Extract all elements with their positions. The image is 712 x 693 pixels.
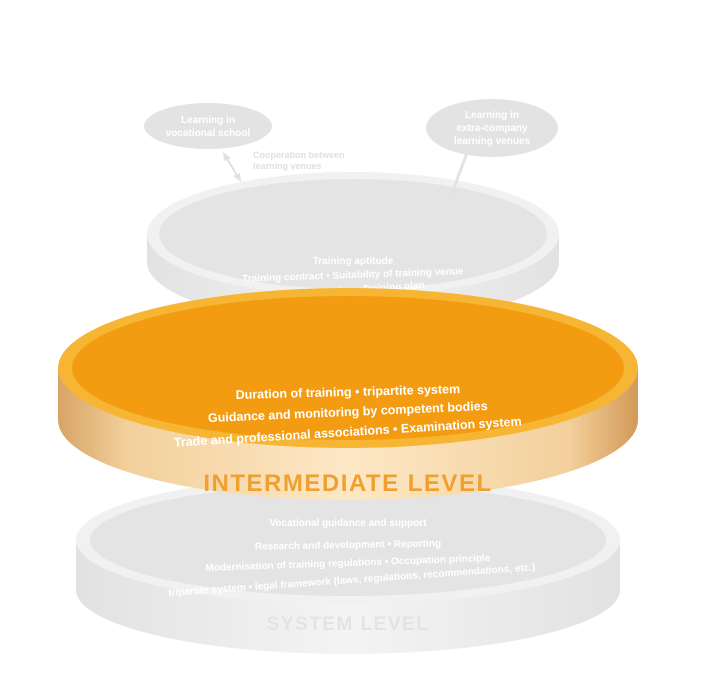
system-line-2: Research and development • Reporting bbox=[255, 538, 441, 552]
cooperation-line-1: Cooperation between bbox=[253, 150, 345, 160]
intermediate-line-1: Duration of training • tripartite system bbox=[235, 382, 460, 402]
top-line-1: Training aptitude bbox=[313, 256, 394, 267]
bubble-company-line-2: extra-company bbox=[456, 123, 528, 134]
bubble-school-line-1: Learning in bbox=[181, 115, 235, 126]
cooperation-line-2: learning venues bbox=[253, 161, 322, 171]
bubble-connector bbox=[449, 149, 470, 197]
bubble-vocational-school: Learning in vocational school bbox=[144, 103, 272, 149]
bubble-company-line-1: Learning in bbox=[465, 110, 519, 121]
system-line-1: Vocational guidance and support bbox=[269, 518, 427, 529]
intermediate-level-disc: Duration of training • tripartite system… bbox=[58, 288, 638, 500]
system-level-disc: Vocational guidance and support Research… bbox=[76, 476, 620, 654]
bubble-company-line-3: learning venues bbox=[454, 136, 531, 147]
intermediate-level-label: INTERMEDIATE LEVEL bbox=[203, 470, 492, 497]
cooperation-arrow bbox=[223, 152, 241, 182]
bubble-extra-company: Learning in extra-company learning venue… bbox=[426, 99, 558, 157]
system-level-label: SYSTEM LEVEL bbox=[267, 614, 430, 635]
bubble-school-line-2: vocational school bbox=[166, 128, 251, 139]
